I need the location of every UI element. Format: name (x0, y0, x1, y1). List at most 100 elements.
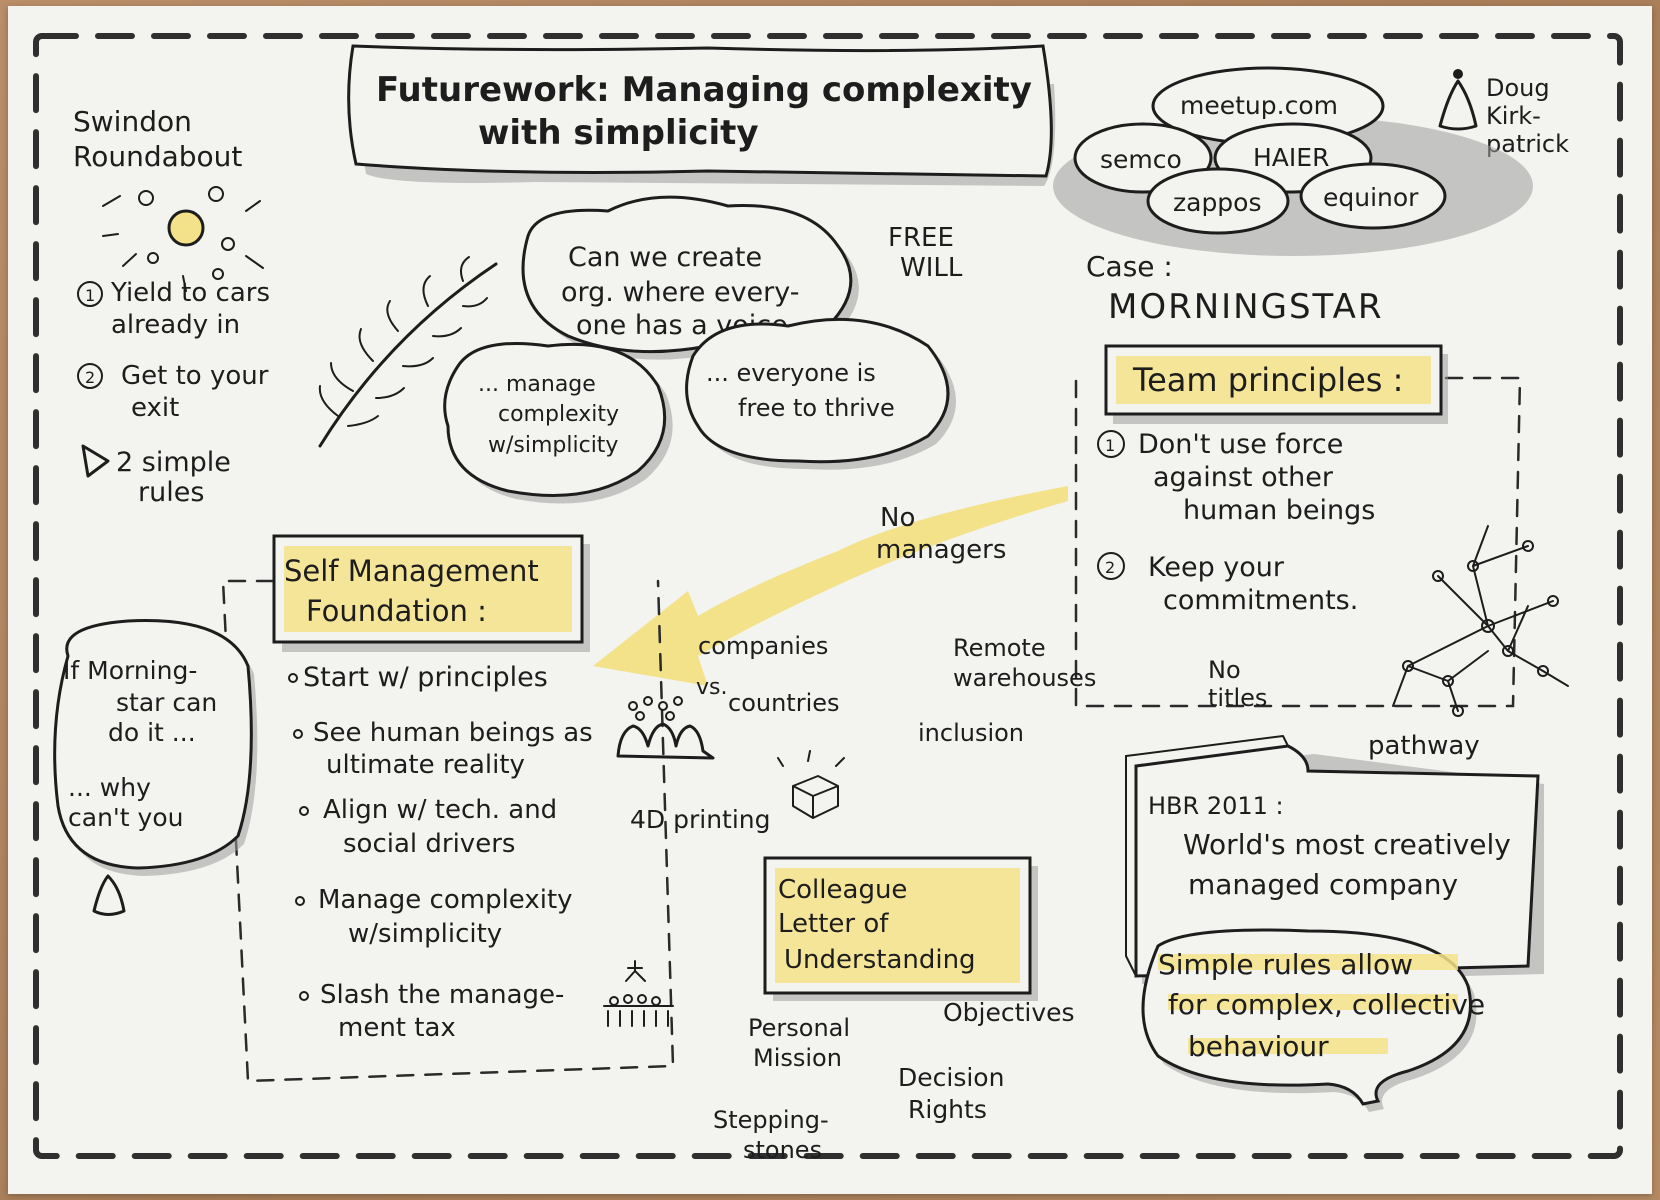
company-cloud-zappos (1146, 167, 1290, 235)
cloud-complexity-line2: complexity (498, 402, 619, 427)
bullet3-line-b: social drivers (343, 829, 515, 859)
stepping-stones-line2: stones (743, 1136, 822, 1164)
rule2-number-icon (77, 363, 103, 389)
sketchnote-paper: Futurework: Managing complexity with sim… (8, 6, 1652, 1194)
no-titles-line1: No (1208, 656, 1241, 684)
svg-text:2: 2 (85, 368, 95, 387)
self-management-title-b: Foundation : (306, 594, 487, 628)
principle1-line-a: Don't use force (1138, 429, 1343, 460)
bullet2-line-a: See human beings as (313, 718, 593, 748)
principle1-line-c: human beings (1183, 495, 1375, 526)
cloud-complexity-line3: w/simplicity (488, 433, 618, 458)
no-managers-line2: managers (876, 535, 1006, 565)
question-line1: Can we create (568, 242, 762, 273)
rule2-line-b: exit (131, 393, 179, 423)
pathway-label: pathway (1368, 731, 1480, 761)
company-cloud-equinor (1299, 162, 1447, 230)
simple-rules-line3: behaviour (1188, 1030, 1329, 1063)
olive-branch-icon (318, 256, 498, 448)
person-icon-small (92, 874, 126, 916)
companies-line1: companies (698, 632, 828, 660)
speaker-line1: Doug (1486, 74, 1550, 102)
rule1-line-a: Yield to cars (110, 278, 270, 308)
crowd-icon (616, 696, 715, 760)
colleague-letter-box: Colleague Letter of Understanding (763, 856, 1038, 1001)
colleague-line2: Letter of (778, 909, 889, 939)
people-group-icon (603, 960, 674, 1027)
cloud-thrive-line2: free to thrive (738, 394, 895, 422)
no-managers-arrow (593, 486, 1068, 686)
simple-rules-line2: for complex, collective (1168, 988, 1485, 1021)
hbr-line2: World's most creatively (1183, 828, 1511, 861)
company-equinor: equinor (1323, 183, 1419, 212)
roundabout-line1: Swindon (73, 105, 192, 138)
rule2-line-a: Get to your (121, 361, 269, 391)
sketchnote-canvas: Futurework: Managing complexity with sim… (33, 33, 1623, 1164)
no-managers-line1: No (880, 503, 915, 533)
personal-mission-line2: Mission (753, 1044, 842, 1072)
simple-rules-line1: Simple rules allow (1158, 948, 1413, 981)
remote-line2: warehouses (953, 664, 1096, 692)
team-principles-frame (1074, 376, 1522, 708)
bullet4-line-a: Manage complexity (318, 885, 573, 915)
roundabout-section: Swindon Roundabout 1 Yield to cars alrea… (73, 105, 270, 508)
question-line2: org. where every- (561, 277, 800, 308)
speaker-line2: Kirk- (1486, 102, 1541, 130)
svg-text:1: 1 (1105, 436, 1115, 455)
cloud-thrive-line1: ... everyone is (706, 359, 876, 387)
book-icon (1125, 735, 1544, 984)
network-icon (1392, 525, 1569, 717)
company-zappos: zappos (1173, 188, 1262, 217)
principle1-number-icon (1097, 430, 1125, 458)
company-haier: HAIER (1253, 143, 1329, 172)
decision-rights-line1: Decision (898, 1063, 1004, 1092)
inclusion-label: inclusion (918, 719, 1024, 747)
simple-rules-bubble: Simple rules allow for complex, collecti… (1141, 928, 1485, 1112)
self-management-frame (221, 579, 675, 1083)
cube-icon (777, 750, 845, 819)
4d-printing-label: 4D printing (630, 805, 771, 834)
team-principles-box: Team principles : (1104, 344, 1448, 424)
question-clouds: Can we create org. where every- one has … (443, 195, 956, 504)
person-icon (1438, 79, 1478, 131)
no-titles-line2: titles (1208, 684, 1267, 712)
case-label: Case : (1086, 250, 1173, 283)
cloud-thrive (685, 317, 950, 464)
summary-line-a: 2 simple (116, 447, 231, 478)
arrow-icon (81, 444, 110, 478)
principle1-line-b: against other (1153, 462, 1334, 493)
self-management-box: Self Management Foundation : (272, 534, 590, 652)
principle2-line-b: commitments. (1163, 585, 1358, 616)
bubble-line4: ... why (68, 773, 151, 802)
free-will-line2: WILL (900, 253, 963, 283)
company-meetup: meetup.com (1180, 91, 1338, 120)
free-will-line1: FREE (888, 223, 954, 253)
person-head-icon (1453, 69, 1463, 79)
case-name: MORNINGSTAR (1108, 287, 1384, 327)
company-semco: semco (1100, 145, 1182, 174)
bubble-line5: can't you (68, 803, 183, 832)
summary-line-b: rules (138, 477, 204, 508)
question-cloud-main (521, 195, 853, 354)
rule1-line-b: already in (111, 310, 240, 340)
bullet5-line-a: Slash the manage- (320, 980, 564, 1010)
bullet5-line-b: ment tax (338, 1013, 456, 1043)
hbr-line1: HBR 2011 : (1148, 792, 1284, 820)
remote-line1: Remote (953, 634, 1046, 662)
stepping-stones-line1: Stepping- (713, 1106, 829, 1134)
decision-rights-line2: Rights (908, 1095, 987, 1124)
title-line1: Futurework: Managing complexity (376, 70, 1032, 110)
svg-text:1: 1 (85, 286, 95, 305)
self-management-bullets: Start w/ principles See human beings as … (288, 662, 593, 1043)
colleague-line1: Colleague (778, 875, 907, 905)
colleague-line3: Understanding (784, 945, 976, 975)
title-banner: Futurework: Managing complexity with sim… (347, 44, 1056, 186)
principle2-number-icon (1097, 552, 1125, 580)
page-border (33, 33, 1623, 1159)
team-principles-title: Team principles : (1132, 361, 1403, 399)
company-clouds: meetup.com semco HAIER zappos equinor (1053, 66, 1533, 256)
title-line2: with simplicity (478, 113, 759, 153)
speaker: Doug Kirk- patrick (1438, 69, 1569, 158)
bubble-line3: do it ... (108, 718, 196, 747)
bullet3-line-a: Align w/ tech. and (323, 795, 557, 825)
